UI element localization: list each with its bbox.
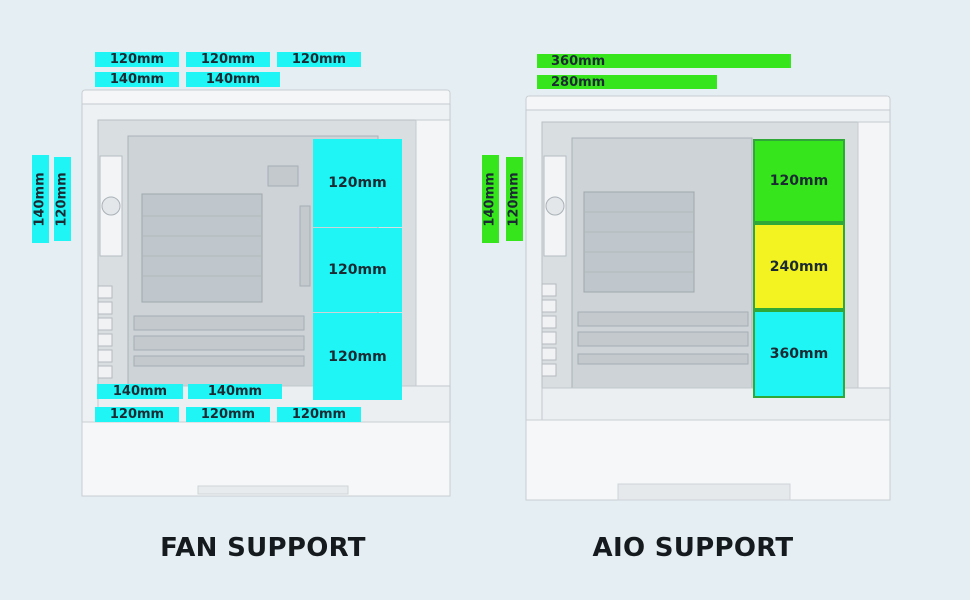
fan-top-120mm-3: 120mm bbox=[277, 52, 361, 67]
aio-rear-140mm: 140mm bbox=[482, 155, 499, 243]
fan-top-140mm-2: 140mm bbox=[186, 72, 280, 87]
aio-top-360mm: 360mm bbox=[537, 54, 791, 68]
fan-bottom-120mm-1: 120mm bbox=[95, 407, 179, 422]
fan-front-120mm-2: 120mm bbox=[313, 228, 402, 312]
fan-top-140mm-1: 140mm bbox=[95, 72, 179, 87]
aio-front-360mm: 360mm bbox=[753, 310, 845, 398]
fan-top-120mm-1: 120mm bbox=[95, 52, 179, 67]
fan-support-title: FAN SUPPORT bbox=[160, 533, 366, 563]
fan-bottom-140mm-1: 140mm bbox=[97, 384, 183, 399]
aio-rear-120mm: 120mm bbox=[506, 157, 523, 241]
aio-top-280mm: 280mm bbox=[537, 75, 717, 89]
fan-rear-140mm: 140mm bbox=[32, 155, 49, 243]
fan-rear-120mm: 120mm bbox=[54, 157, 71, 241]
fan-bottom-120mm-2: 120mm bbox=[186, 407, 270, 422]
fan-front-120mm-1: 120mm bbox=[313, 139, 402, 227]
fan-front-120mm-3: 120mm bbox=[313, 313, 402, 400]
aio-front-240mm: 240mm bbox=[753, 223, 845, 310]
aio-front-120mm: 120mm bbox=[753, 139, 845, 223]
fan-bottom-140mm-2: 140mm bbox=[188, 384, 282, 399]
fan-top-120mm-2: 120mm bbox=[186, 52, 270, 67]
aio-support-title: AIO SUPPORT bbox=[592, 533, 794, 563]
fan-bottom-120mm-3: 120mm bbox=[277, 407, 361, 422]
